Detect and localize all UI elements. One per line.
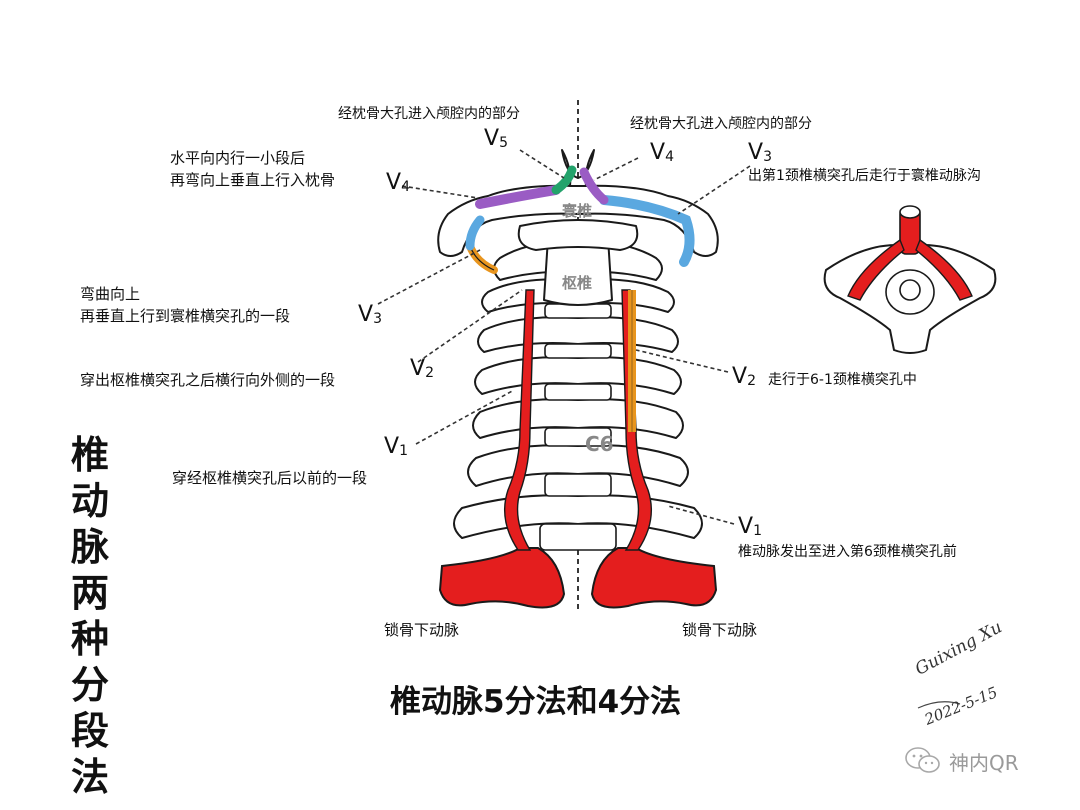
atlas-label: 寰椎 <box>562 202 593 220</box>
cervical-spine <box>453 278 703 551</box>
axis-label: 枢椎 <box>562 274 593 292</box>
right-subclavian-label: 锁骨下动脉 <box>682 621 758 639</box>
left-v2-desc: 穿出枢椎横突孔之后横行向外侧的一段 <box>80 371 336 389</box>
vertical-title: 椎动脉两种分段法 <box>70 433 109 799</box>
atlas-axial-inset <box>823 205 997 354</box>
left-v4-tag: V4 <box>386 170 410 195</box>
watermark-text: 神内QR <box>949 750 1019 775</box>
left-v4-desc: 水平向内行一小段后再弯向上垂直上行入枕骨 <box>170 149 336 189</box>
left-v3-desc: 弯曲向上再垂直上行到寰椎横突孔的一段 <box>80 285 291 325</box>
right-v4-tag: V4 <box>650 140 674 165</box>
right-v4-desc: 经枕骨大孔进入颅腔内的部分 <box>630 116 812 132</box>
signature-flourish <box>917 701 961 709</box>
right-v2-tag: V2 <box>732 364 756 389</box>
left-v5-tag: V5 <box>484 126 508 151</box>
axis-c2 <box>493 229 663 306</box>
right-v3-desc: 出第1颈椎横突孔后走行于寰椎动脉沟 <box>748 168 981 184</box>
left-v3-tag: V3 <box>358 302 382 327</box>
right-vertebral-artery <box>579 167 718 609</box>
right-v1-tag: V1 <box>738 514 762 539</box>
left-vertebral-artery <box>438 165 577 609</box>
watermark: 神内QR <box>903 746 1019 776</box>
right-v1-desc: 椎动脉发出至进入第6颈椎横突孔前 <box>738 544 957 560</box>
left-subclavian-label: 锁骨下动脉 <box>384 621 460 639</box>
leader-lines <box>377 149 751 525</box>
left-v1-desc: 穿经枢椎横突孔后以前的一段 <box>172 469 368 487</box>
main-title: 椎动脉5分法和4分法 <box>390 684 682 720</box>
wechat-icon <box>905 747 940 773</box>
c6-label: C6 <box>585 432 614 456</box>
left-v1-tag: V1 <box>384 434 408 459</box>
right-v3-tag: V3 <box>748 140 772 165</box>
left-v2-tag: V2 <box>410 356 434 381</box>
left-v5-desc: 经枕骨大孔进入颅腔内的部分 <box>338 106 520 122</box>
right-v2-desc: 走行于6-1颈椎横突孔中 <box>768 372 917 388</box>
